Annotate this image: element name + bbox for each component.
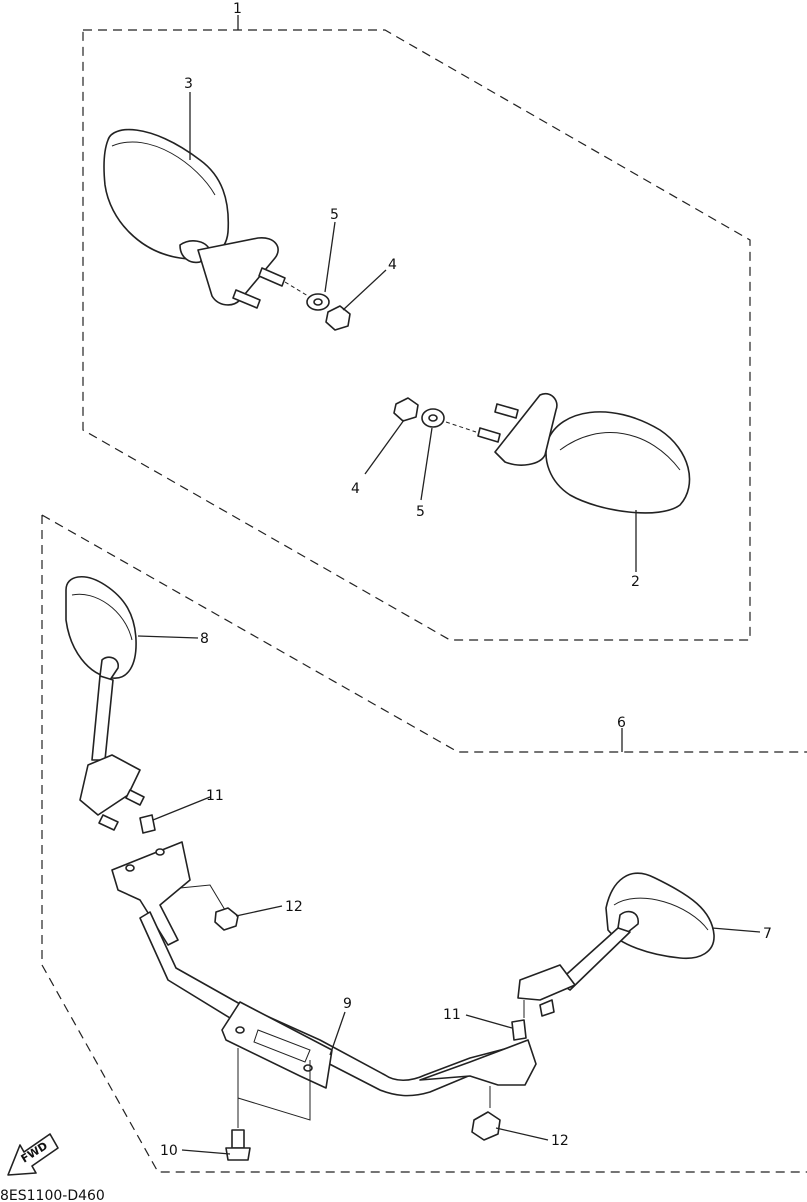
spacer-part-11-lower <box>511 1019 527 1041</box>
nut-part-4-upper <box>325 305 351 331</box>
callout-4-upper: 4 <box>388 257 397 273</box>
callout-12-left: 12 <box>285 899 303 915</box>
callout-5-upper: 5 <box>330 207 339 223</box>
callout-1: 1 <box>233 1 242 17</box>
washer-part-5-lower <box>421 408 445 428</box>
group-1-boundary <box>82 29 751 641</box>
callout-4-lower: 4 <box>351 481 360 497</box>
stay-part-9 <box>139 911 537 1097</box>
callout-8: 8 <box>200 631 209 647</box>
group-6-boundary <box>41 514 807 1173</box>
callout-7: 7 <box>763 926 772 942</box>
drawing-code: 8ES1100-D460 <box>0 1188 105 1202</box>
callout-12-right: 12 <box>551 1133 569 1149</box>
nut-part-12-right <box>471 1111 501 1141</box>
left-bracket <box>111 841 191 946</box>
leader-lines <box>137 15 761 1155</box>
mirror-right-part-2 <box>477 392 691 514</box>
callout-9: 9 <box>343 996 352 1012</box>
fwd-arrow-icon: FWD <box>7 1133 59 1176</box>
callout-6: 6 <box>617 715 626 731</box>
spacer-part-11-upper <box>139 814 156 834</box>
callout-11-upper: 11 <box>206 788 224 804</box>
callout-2: 2 <box>631 574 640 590</box>
callout-3: 3 <box>184 76 193 92</box>
nut-part-4-lower <box>393 397 419 422</box>
nut-part-12-left <box>214 907 239 931</box>
callout-10: 10 <box>160 1143 178 1159</box>
callout-5-lower: 5 <box>416 504 425 520</box>
mirror-right-part-7 <box>517 872 715 1017</box>
mirror-left-part-3 <box>103 128 286 309</box>
callout-11-lower: 11 <box>443 1007 461 1023</box>
washer-part-5-upper <box>306 293 330 311</box>
bolt-part-10 <box>225 1129 251 1161</box>
mirror-left-part-8 <box>65 576 145 831</box>
